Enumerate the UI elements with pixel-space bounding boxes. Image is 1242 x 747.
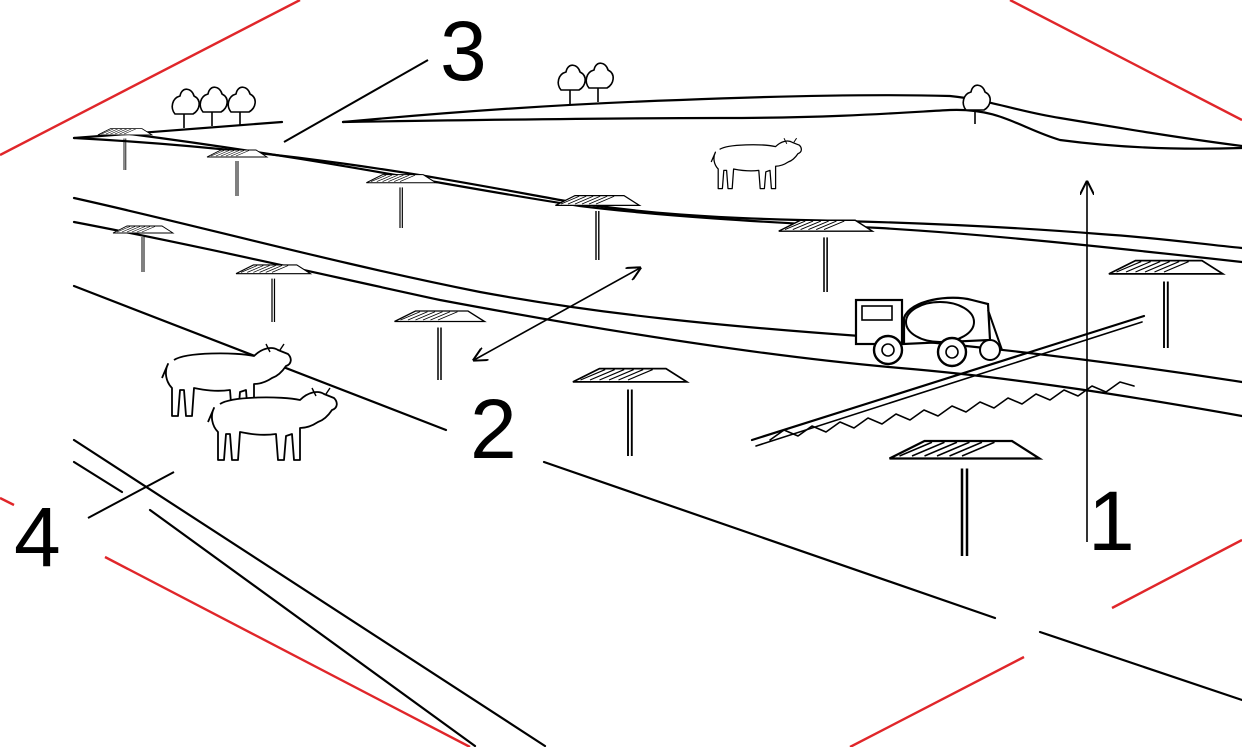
solar-panels bbox=[97, 128, 1224, 558]
label-3: 3 bbox=[440, 4, 487, 98]
label-1: 1 bbox=[1088, 474, 1135, 568]
label-2: 2 bbox=[470, 382, 517, 476]
tractor-sprayer bbox=[750, 296, 1146, 447]
hills bbox=[72, 94, 1242, 150]
leader-lines bbox=[87, 59, 429, 519]
label-4: 4 bbox=[14, 490, 61, 584]
field-rows bbox=[72, 132, 1242, 747]
row-spacing-arrow bbox=[474, 268, 640, 360]
dimension-arrows bbox=[474, 182, 1087, 542]
